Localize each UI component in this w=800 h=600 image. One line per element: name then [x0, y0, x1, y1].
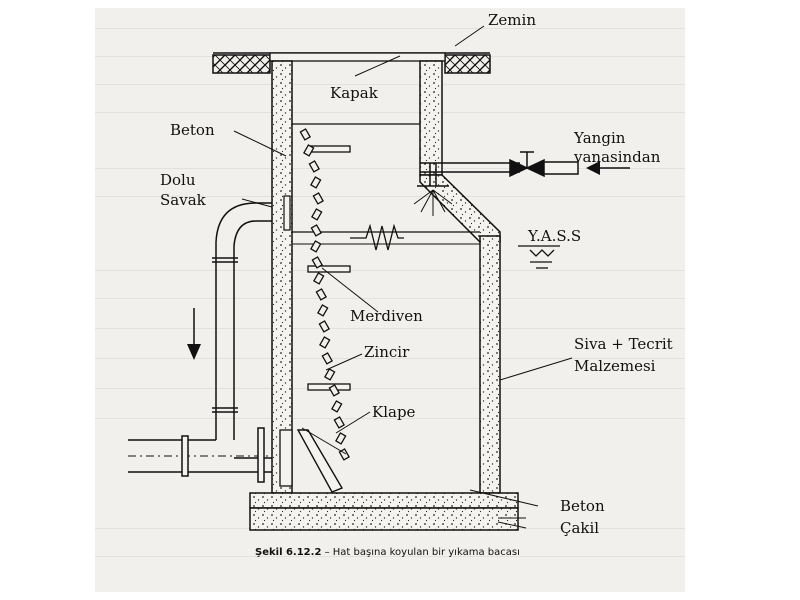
label-beton-bottom: Beton	[560, 497, 605, 515]
inlet-arrow	[586, 161, 630, 175]
flap-valve	[296, 427, 347, 493]
chain	[299, 128, 350, 461]
overflow-weir-plate	[283, 195, 291, 231]
label-malzemesi: Malzemesi	[574, 357, 656, 375]
label-yass: Y.A.S.S	[527, 227, 581, 245]
ladder-rungs	[307, 145, 351, 391]
yass-water-symbol	[518, 245, 560, 269]
overflow-spring	[350, 223, 404, 251]
bottom-concrete	[249, 492, 519, 509]
down-arrow	[187, 308, 201, 360]
leader-lines	[233, 25, 573, 529]
label-kapak: Kapak	[330, 84, 379, 102]
caption-text: – Hat başına koyulan bir yıkama bacası	[321, 547, 519, 558]
ground-right	[444, 54, 491, 74]
label-yangin: Yangin	[573, 129, 626, 147]
left-wall	[271, 60, 293, 494]
fire-valve-pipe	[417, 151, 579, 187]
label-cakil: Çakil	[560, 519, 599, 537]
right-wall-upper	[419, 60, 443, 176]
gravel-layer	[249, 507, 519, 531]
caption-number: Şekil 6.12.2	[255, 547, 321, 558]
label-zincir: Zincir	[364, 343, 410, 361]
label-vanasindan: vanasindan	[573, 148, 661, 166]
overflow-pipe	[128, 202, 272, 483]
label-siva: Siva + Tecrit	[574, 335, 673, 353]
label-dolu: Dolu	[160, 171, 196, 189]
label-merdiven: Merdiven	[350, 307, 423, 325]
right-wall-lower	[479, 235, 501, 494]
label-zemin: Zemin	[488, 11, 536, 29]
figure-caption: Şekil 6.12.2 – Hat başına koyulan bir yı…	[255, 547, 520, 558]
ground-left	[212, 54, 271, 74]
label-beton-top: Beton	[170, 121, 215, 139]
spray-nozzle	[413, 189, 453, 216]
cover-slab	[269, 52, 446, 62]
outlet-flange	[279, 429, 293, 487]
label-savak: Savak	[160, 191, 207, 209]
label-klape: Klape	[372, 403, 416, 421]
